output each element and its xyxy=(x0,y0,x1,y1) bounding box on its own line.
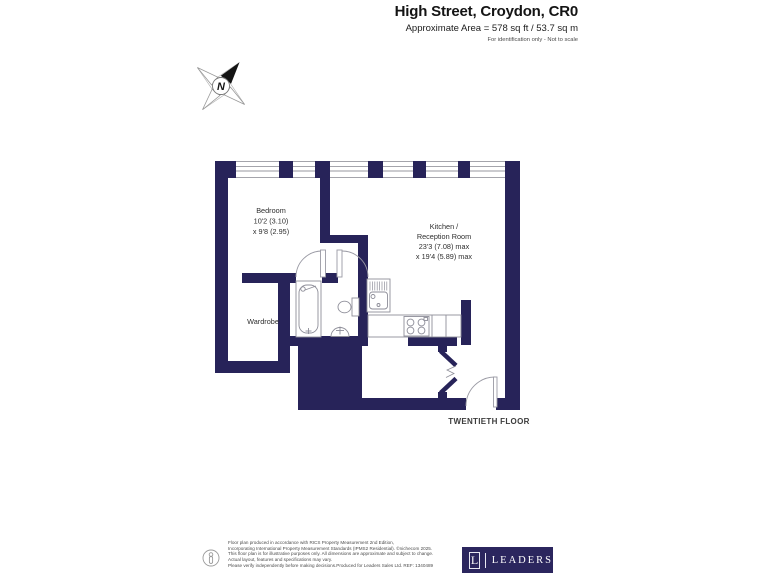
header: High Street, Croydon, CR0 Approximate Ar… xyxy=(394,3,579,43)
kitchen-dimensions-2: x 19'4 (5.89) max xyxy=(416,252,472,261)
wardrobe-label: Wardrobe xyxy=(247,317,279,326)
leaders-logo-divider xyxy=(485,552,486,568)
doors xyxy=(295,249,498,408)
nichecom-icon xyxy=(202,549,220,567)
toilet-cistern xyxy=(351,297,360,317)
toilet-bowl xyxy=(337,300,352,314)
bedroom-dimensions-2: x 9'8 (2.95) xyxy=(253,227,289,236)
leaders-logo-initial: L xyxy=(469,551,481,569)
bedroom-door-leaf xyxy=(320,249,326,278)
bathroom-door-arc xyxy=(341,250,369,278)
leaders-logo: L LEADERS xyxy=(462,547,553,573)
floor-level-label: TWENTIETH FLOOR xyxy=(448,417,529,426)
kitchen-label-2: Reception Room xyxy=(417,232,471,241)
kitchen-dimensions-1: 23'3 (7.08) max xyxy=(419,242,470,251)
compass-north-label: N xyxy=(217,81,226,93)
footer-disclaimer: Floor plan produced in accordance with R… xyxy=(228,540,433,569)
disclaimer-line: This floor plan is for illustrative purp… xyxy=(228,551,434,557)
walls xyxy=(215,161,520,410)
tap-icon xyxy=(370,294,376,299)
kitchen-fixtures xyxy=(366,278,462,338)
bedroom-dimensions-1: 10'2 (3.10) xyxy=(254,217,289,226)
disclaimer-line: Floor plan produced in accordance with R… xyxy=(228,540,394,545)
shower-mixer-icon xyxy=(300,286,306,292)
identification-note: For identification only - Not to scale xyxy=(487,37,578,43)
bedroom-label: Bedroom xyxy=(256,206,286,215)
hob xyxy=(403,316,430,337)
bathroom-fixtures xyxy=(295,280,360,338)
bathroom-door-leaf xyxy=(336,249,343,278)
disclaimer-line: Actual layout, features and specificatio… xyxy=(228,557,333,563)
bedroom-door-arc xyxy=(295,250,323,278)
compass-icon: N xyxy=(197,62,245,110)
disclaimer-line: Incorporating International Property Mea… xyxy=(228,545,433,551)
disclaimer-line: Please verify independently before makin… xyxy=(228,562,434,568)
approximate-area: Approximate Area = 578 sq ft / 53.7 sq m xyxy=(405,23,578,34)
leaders-logo-name: LEADERS xyxy=(491,554,553,566)
entrance-door-leaf xyxy=(493,376,498,408)
bathtub xyxy=(295,280,322,338)
page-title: High Street, Croydon, CR0 xyxy=(394,3,579,20)
entrance-door-arc xyxy=(465,376,496,407)
kitchen-label-1: Kitchen / xyxy=(430,222,459,231)
kitchen-counter xyxy=(367,314,462,338)
